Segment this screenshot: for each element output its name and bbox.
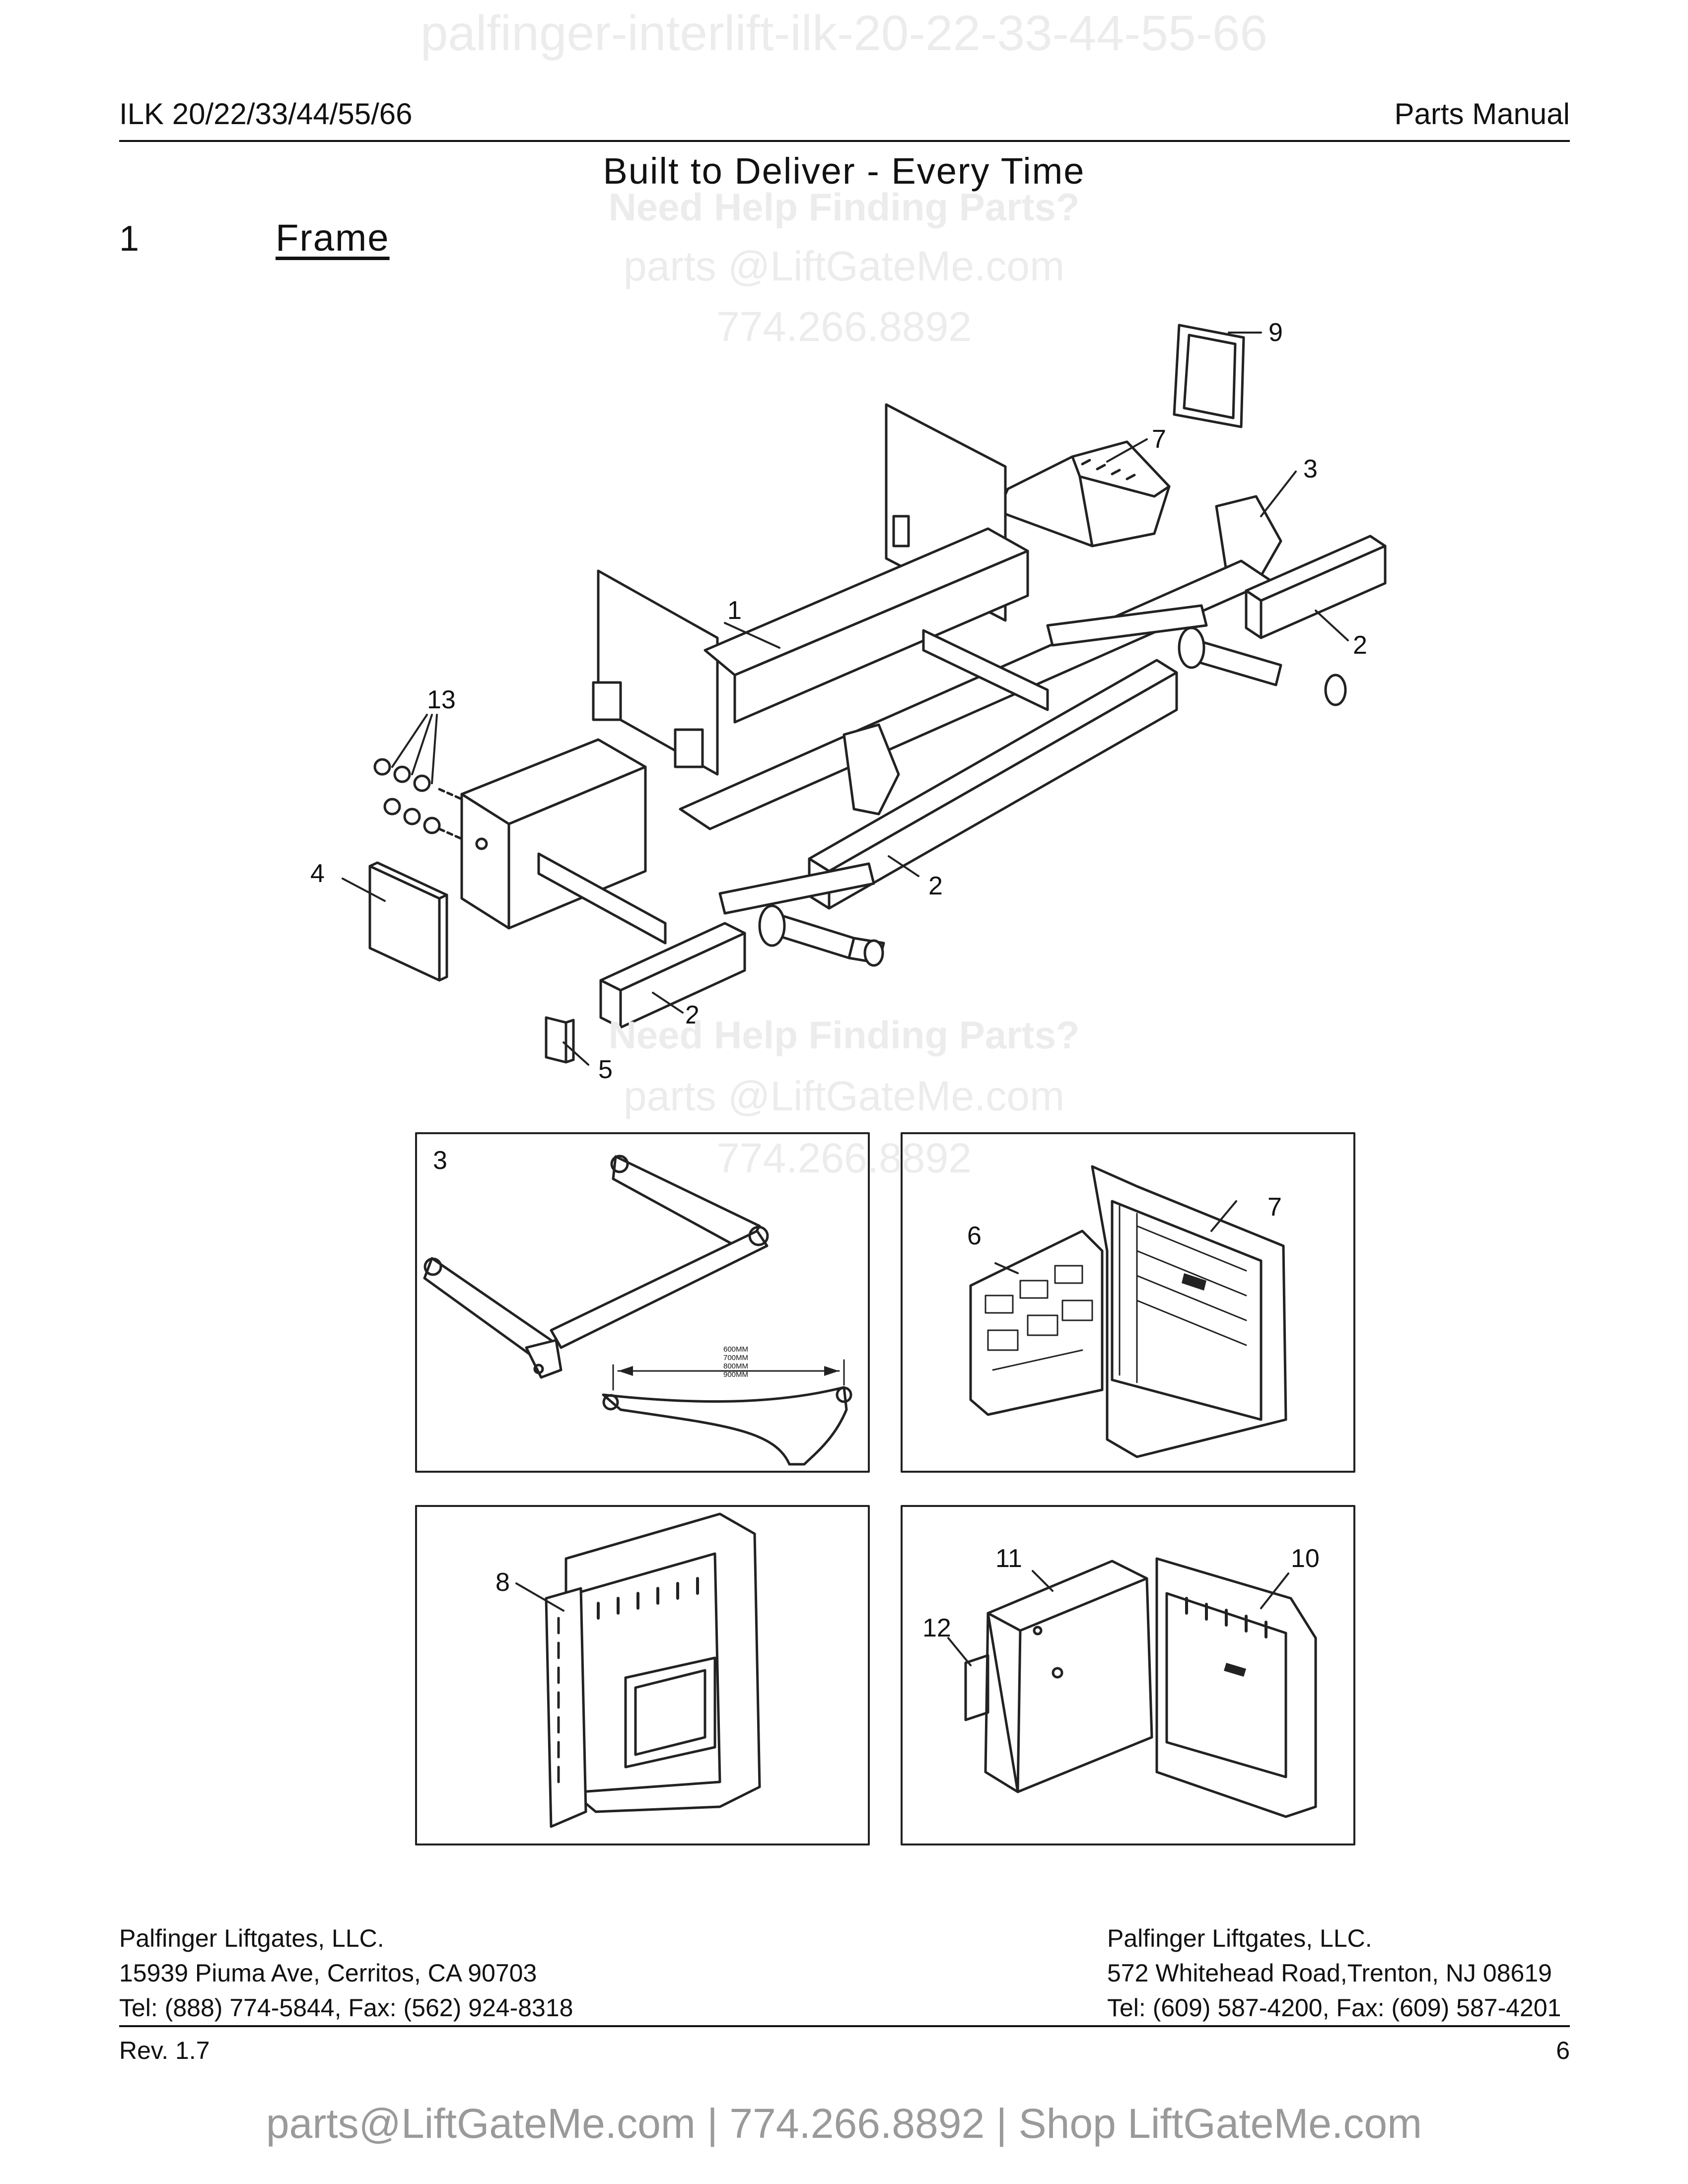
callout-end-cap: 5 [598, 1055, 613, 1084]
end-cap-part [545, 1016, 575, 1064]
section-number: 1 [119, 219, 140, 259]
panel-arm-callout: 3 [433, 1146, 447, 1175]
arm-length-900: 900MM [723, 1370, 749, 1379]
callout-seal: 9 [1268, 318, 1283, 347]
callout-circuit-board: 6 [967, 1222, 982, 1250]
callout-long-beam: 2 [928, 872, 943, 900]
footer-address-east: Palfinger Liftgates, LLC. 572 Whitehead … [1107, 1921, 1561, 2025]
footer-rule [119, 2025, 1570, 2027]
callout-lift-arm: 3 [1303, 455, 1318, 483]
callout-tube-right: 2 [1353, 631, 1367, 660]
footer-west-company: Palfinger Liftgates, LLC. [119, 1924, 384, 1952]
hardware-bolts-part [373, 758, 463, 840]
callout-box-cover: 11 [995, 1544, 1022, 1573]
arm-length-800: 800MM [723, 1362, 749, 1370]
contact-banner: parts@LiftGateMe.com | 774.266.8892 | Sh… [266, 2100, 1422, 2147]
panel-arm-frame [415, 1132, 870, 1473]
arm-assembly-drawing [423, 1155, 852, 1466]
revision: Rev. 1.7 [119, 2037, 210, 2064]
help-watermark-upper: Need Help Finding Parts? [608, 185, 1080, 229]
phone-watermark-upper: 774.266.8892 [716, 303, 972, 350]
header-doc-type: Parts Manual [1394, 97, 1570, 131]
footer-west-street: 15939 Piuma Ave, Cerritos, CA 90703 [119, 1959, 537, 1987]
section-title: Frame [276, 217, 390, 259]
seal-gasket-part [1173, 324, 1245, 428]
box-back-drawing [515, 1512, 761, 1828]
control-box-part [996, 440, 1171, 547]
panel-back-box-frame [415, 1505, 870, 1845]
callout-box-housing: 10 [1291, 1544, 1320, 1573]
page-number: 6 [1556, 2037, 1570, 2064]
footer-east-street: 572 Whitehead Road,Trenton, NJ 08619 [1107, 1959, 1552, 1987]
footer-west-phone: Tel: (888) 774-5844, Fax: (562) 924-8318 [119, 1994, 573, 2022]
callout-cover-plate: 4 [310, 859, 325, 888]
panel-cover-box-frame [901, 1505, 1355, 1845]
header-model: ILK 20/22/33/44/55/66 [119, 97, 413, 131]
arm-length-600: 600MM [723, 1345, 749, 1354]
box-with-cover-drawing [947, 1557, 1317, 1818]
callout-control-box-housing: 7 [1267, 1193, 1282, 1222]
header-rule [119, 140, 1570, 142]
callout-back-box: 8 [495, 1568, 510, 1597]
callout-leaders [342, 332, 1349, 1066]
tagline: Built to Deliver - Every Time [603, 150, 1085, 192]
callout-control-box: 7 [1152, 425, 1166, 454]
main-frame-body [460, 403, 1387, 1029]
callout-bolts: 13 [427, 685, 456, 714]
email-watermark-upper: parts @LiftGateMe.com [623, 243, 1065, 289]
callout-tube-left: 2 [685, 1001, 700, 1029]
email-watermark-lower: parts @LiftGateMe.com [623, 1073, 1065, 1119]
footer-east-phone: Tel: (609) 587-4200, Fax: (609) 587-4201 [1107, 1994, 1561, 2022]
footer-east-company: Palfinger Liftgates, LLC. [1107, 1924, 1372, 1952]
panel-control-box-frame [901, 1132, 1355, 1473]
help-watermark-lower: Need Help Finding Parts? [608, 1013, 1080, 1057]
arm-length-700: 700MM [723, 1354, 749, 1362]
arm-length-options: 600MM 700MM 800MM 900MM [713, 1345, 758, 1379]
top-watermark: palfinger-interlift-ilk-20-22-33-44-55-6… [420, 5, 1268, 61]
control-box-open-drawing [969, 1165, 1287, 1458]
cover-plate-part [368, 861, 448, 982]
callout-box-handle: 12 [922, 1614, 951, 1642]
phone-watermark-lower: 774.266.8892 [716, 1135, 972, 1181]
footer-address-west: Palfinger Liftgates, LLC. 15939 Piuma Av… [119, 1921, 573, 2025]
callout-frame: 1 [727, 596, 742, 625]
